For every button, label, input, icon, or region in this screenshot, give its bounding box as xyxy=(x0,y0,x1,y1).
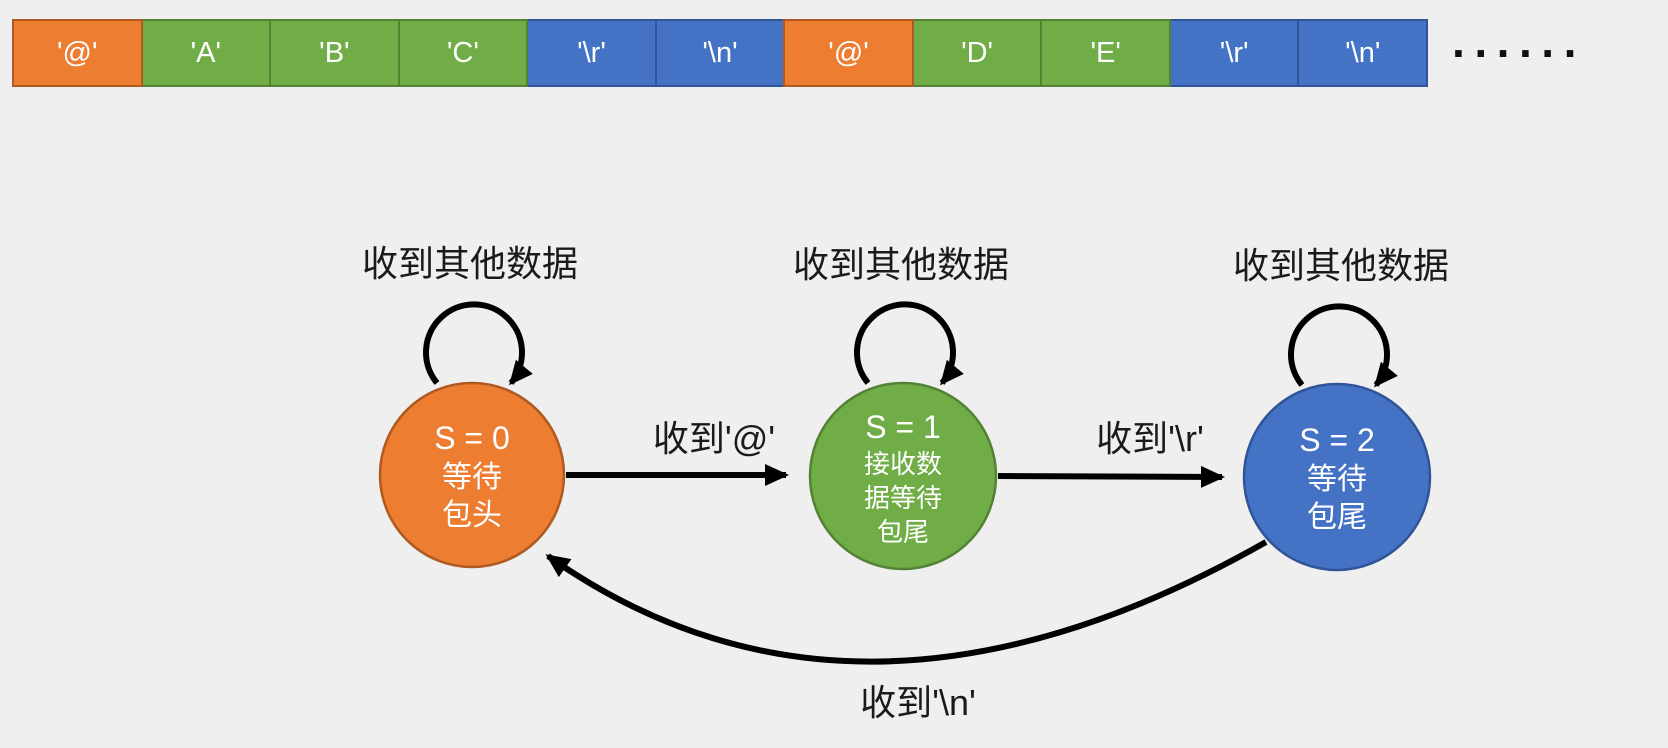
transition-label-s0-s1: 收到'@' xyxy=(652,418,776,459)
byte-stream-row: '@' 'A' 'B' 'C' '\r' '\n' '@' 'D' 'E' '\… xyxy=(12,19,1429,87)
state-s0-desc-1: 等待 xyxy=(442,461,502,495)
stream-cell-header: '@' xyxy=(783,19,914,87)
transition-s2-s0-arrow xyxy=(545,539,1268,665)
state-s0-id: S = 0 xyxy=(434,420,510,457)
self-loop-s1 xyxy=(854,301,964,386)
stream-cell-tail: '\n' xyxy=(1297,19,1429,87)
stream-continues-ellipsis: ······ xyxy=(1452,27,1586,79)
state-s1-id: S = 1 xyxy=(865,408,941,445)
state-s0-circle xyxy=(378,381,566,569)
stream-cell-tail: '\r' xyxy=(526,19,657,87)
self-loop-label-s0: 收到其他数据 xyxy=(361,243,579,284)
stream-cell-header: '@' xyxy=(12,19,143,87)
transition-label-s2-s0: 收到'\n' xyxy=(860,682,976,723)
stream-cell-data: 'D' xyxy=(911,19,1043,87)
transition-s1-s2-arrow xyxy=(997,465,1225,488)
state-s2-id: S = 2 xyxy=(1299,422,1375,459)
state-s1-desc-2: 据等待 xyxy=(863,482,942,513)
stream-cell-tail: '\r' xyxy=(1168,19,1300,87)
state-s0-desc-2: 包头 xyxy=(442,499,502,533)
state-s1-text: S = 1 接收数 据等待 包尾 xyxy=(808,407,998,549)
self-loop-label-s1: 收到其他数据 xyxy=(792,244,1010,285)
stream-cell-data: 'B' xyxy=(269,19,400,87)
state-s1-desc-3: 包尾 xyxy=(876,516,929,547)
self-loop-s0 xyxy=(423,301,533,386)
state-s2-text: S = 2 等待 包尾 xyxy=(1242,420,1432,538)
stream-cell-data: 'A' xyxy=(140,19,272,87)
transition-label-s1-s2: 收到'\r' xyxy=(1096,418,1204,459)
state-s1-desc-1: 接收数 xyxy=(863,448,942,479)
state-s1-circle xyxy=(808,381,998,571)
state-s2-desc-2: 包尾 xyxy=(1307,501,1367,535)
stream-cell-data: 'E' xyxy=(1040,19,1171,87)
state-s0-text: S = 0 等待 包头 xyxy=(377,418,567,536)
stream-cell-tail: '\n' xyxy=(654,19,786,87)
state-s2-desc-1: 等待 xyxy=(1307,463,1367,497)
stream-cell-data: 'C' xyxy=(397,19,529,87)
self-loop-s2 xyxy=(1288,303,1398,388)
state-s2-circle xyxy=(1242,382,1432,572)
self-loop-label-s2: 收到其他数据 xyxy=(1232,245,1450,286)
